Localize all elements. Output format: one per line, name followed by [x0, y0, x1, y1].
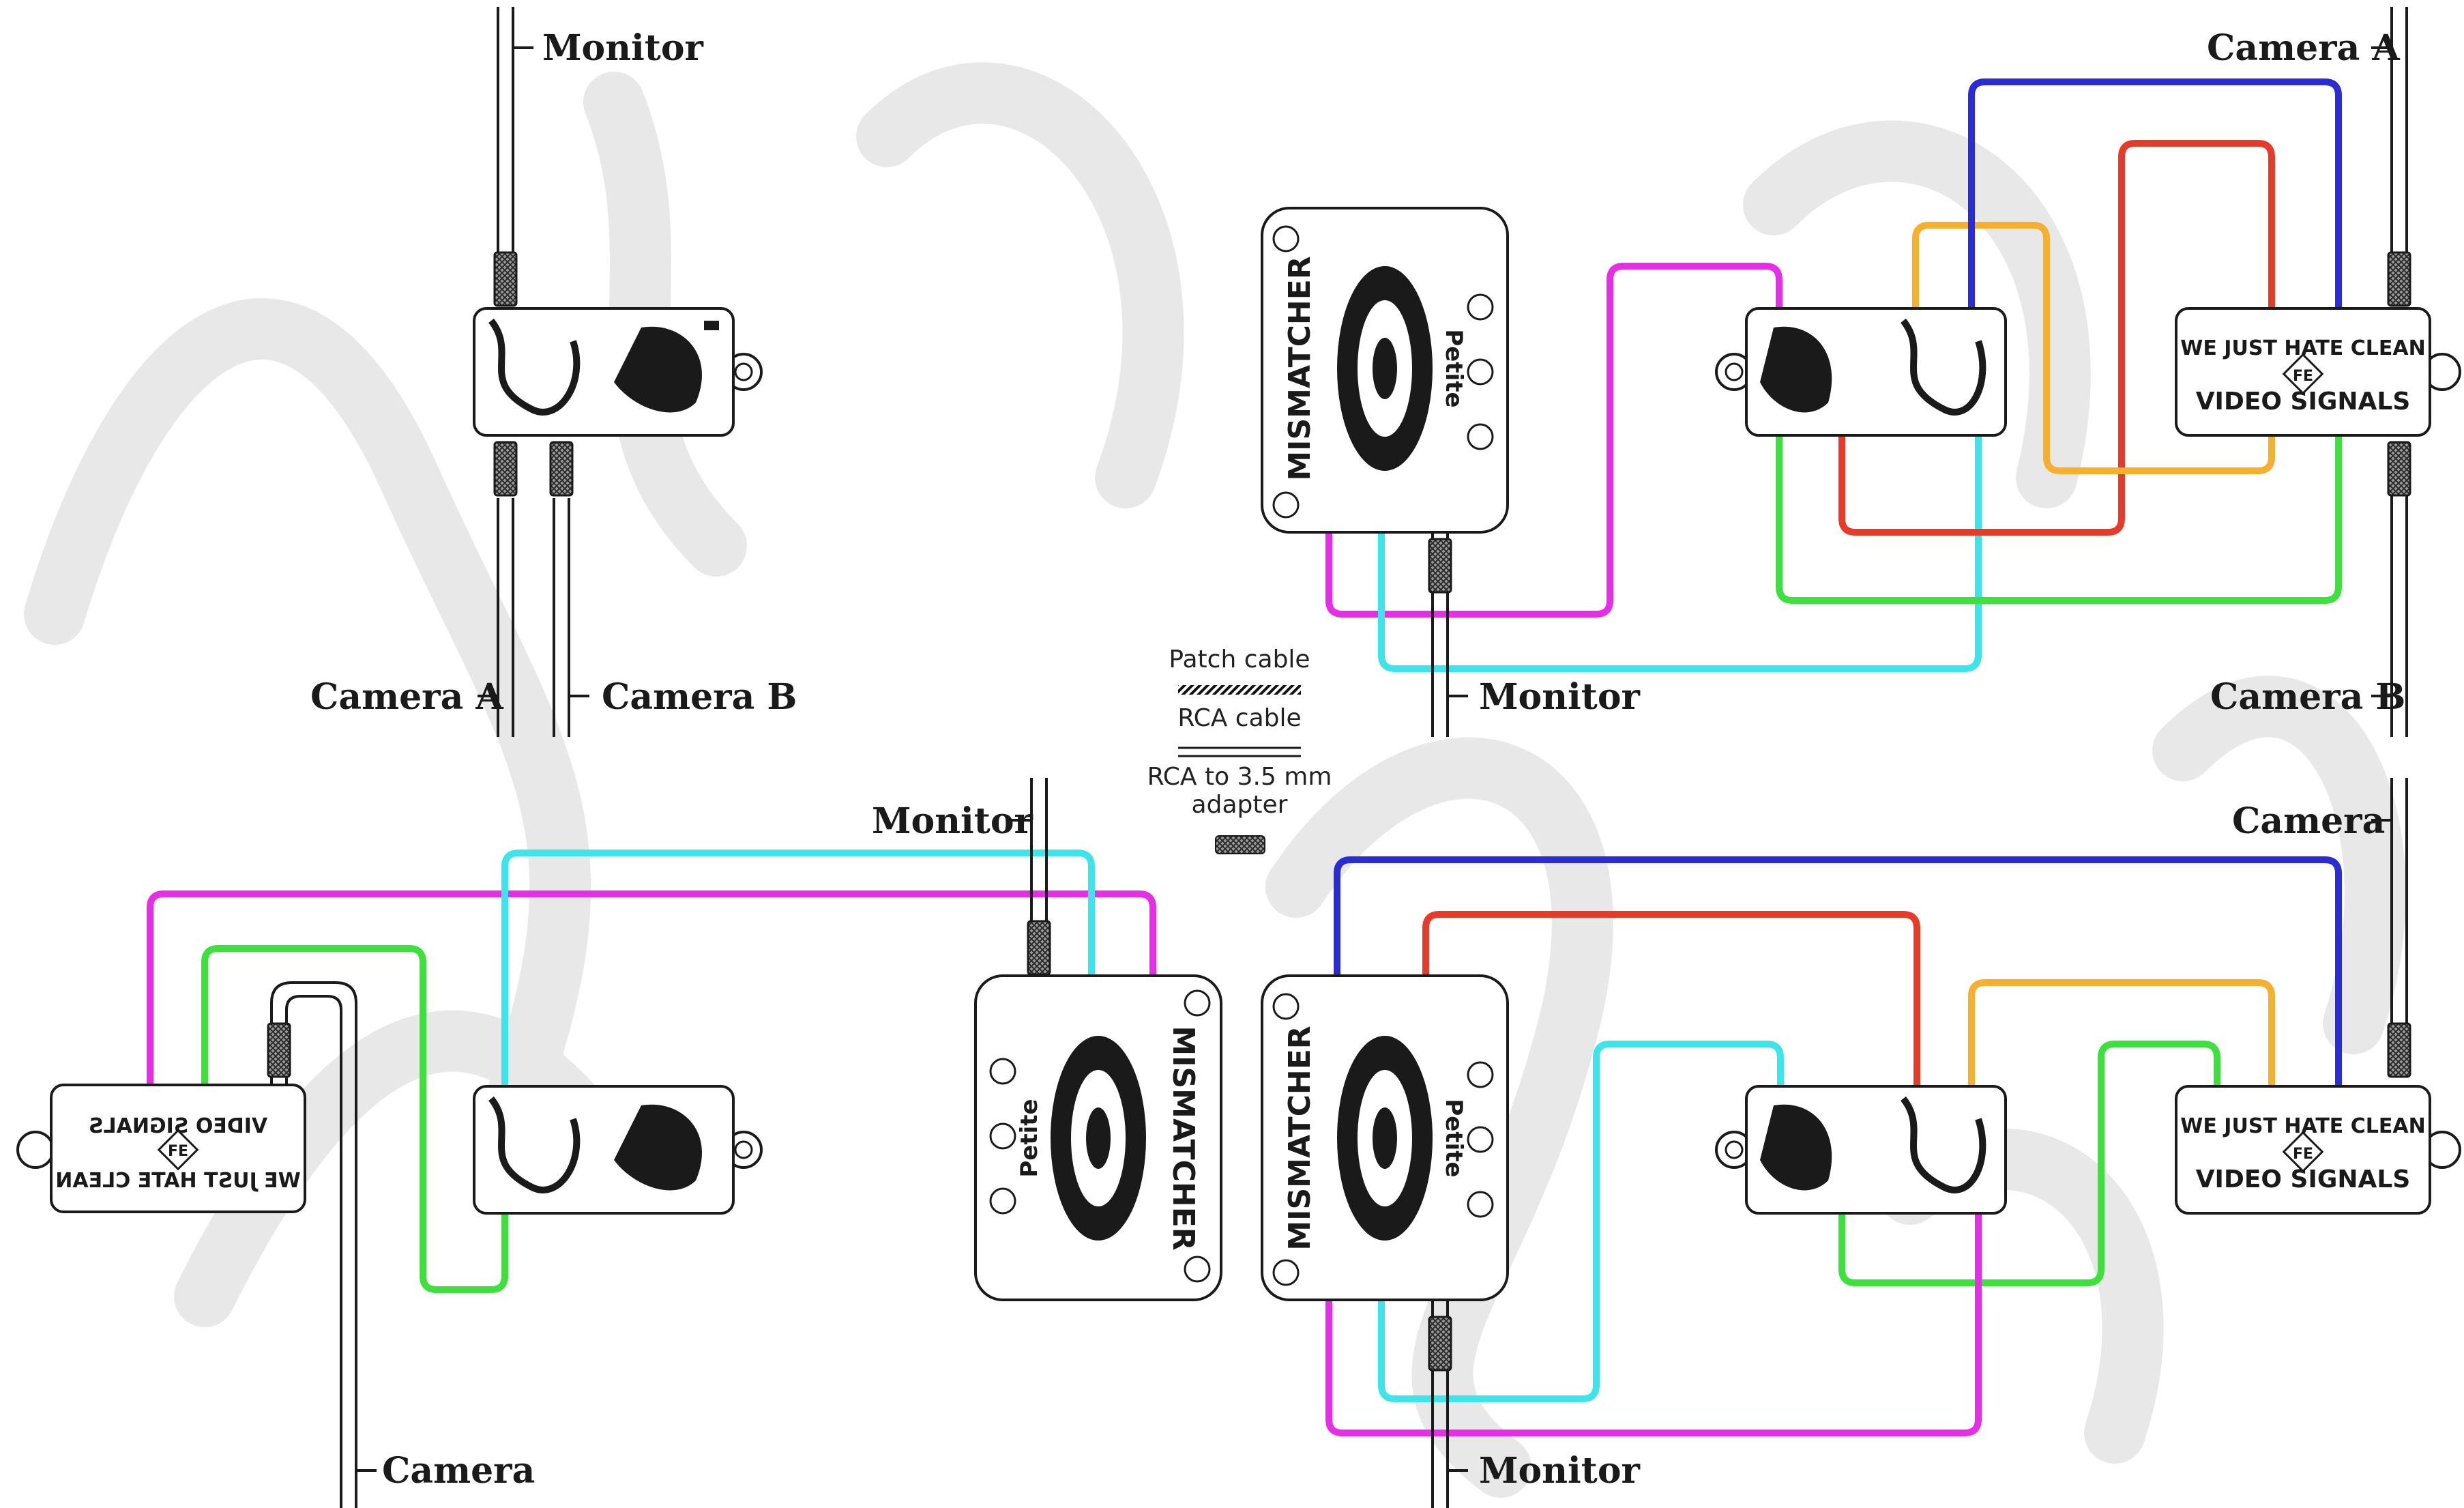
patch-cable-magenta: [1325, 1215, 1982, 1436]
patch-cable-red: [1838, 140, 2275, 536]
patch-cable-green: [1838, 1041, 2220, 1286]
device-subtitle: Petite: [1440, 329, 1467, 407]
bl-monitor-label: Monitor: [872, 800, 1033, 842]
br-camera-label: Camera: [2232, 800, 2386, 842]
adapter: [267, 1022, 291, 1078]
device-title: MISMATCHER: [1282, 256, 1317, 480]
device-title: MISMATCHER: [1282, 1026, 1317, 1250]
tr-camera-b-label: Camera B: [2210, 676, 2406, 718]
label-tick: [478, 46, 589, 697]
legend-adapter-line1: RCA to 3.5 mm: [1147, 763, 1332, 791]
adapter: [493, 251, 518, 307]
mismatcher-device: MISMATCHER Petite: [1261, 974, 1509, 1301]
adapter: [1428, 538, 1452, 594]
legend-patch-label: Patch cable: [1169, 646, 1310, 673]
clean-video-box: WE JUST HATE CLEAN VIDEO SIGNALS FE: [2175, 1085, 2461, 1215]
adapter: [1428, 1316, 1452, 1372]
fe-badge: FE: [2293, 1146, 2313, 1163]
splitter-device: [1715, 307, 2007, 437]
adapter: [2387, 1022, 2411, 1078]
mismatcher-device: MISMATCHER Petite: [974, 974, 1222, 1301]
adapter: [493, 441, 518, 497]
patch-cable-blue: [1334, 856, 2342, 1085]
tl-camera-b-label: Camera B: [602, 676, 797, 718]
mismatcher-device: MISMATCHER Petite: [1261, 207, 1509, 534]
legend-adapter-label: RCA to 3.5 mm adapter: [1127, 763, 1352, 820]
patch-cable-red: [1422, 911, 1920, 1085]
splitter-device: [473, 1085, 763, 1215]
patch-cable-cyan: [1378, 437, 1982, 672]
adapter: [2387, 441, 2411, 497]
legend-adapter-swatch: [1215, 835, 1265, 854]
patch-cable-green: [1776, 437, 2342, 604]
patch-cable-magenta: [147, 890, 1156, 1085]
patch-cable-cyan: [1378, 1041, 1784, 1402]
patch-cable-orange: [1912, 222, 2275, 474]
adapter: [549, 441, 574, 497]
fe-badge: FE: [2293, 368, 2313, 385]
legend-adapter-line2: adapter: [1191, 791, 1288, 820]
patch-cable-cyan: [501, 850, 1095, 1085]
box-line1: WE JUST HATE CLEAN: [55, 1169, 300, 1193]
bl-camera-label: Camera: [382, 1450, 536, 1492]
device-title: MISMATCHER: [1166, 1026, 1201, 1250]
adapter: [1027, 920, 1051, 976]
label-tick: [356, 819, 1031, 1472]
tl-camera-a-label: Camera A: [310, 676, 503, 718]
tl-monitor-label: Monitor: [542, 27, 703, 69]
tr-monitor-label: Monitor: [1479, 676, 1640, 718]
splitter-device: [1715, 1085, 2007, 1215]
legend: [1178, 685, 1301, 854]
label-tick: [1448, 819, 2392, 1472]
rca-cable: [270, 778, 1048, 1508]
br-monitor-label: Monitor: [1479, 1450, 1640, 1492]
device-subtitle: Petite: [1440, 1099, 1467, 1177]
splitter-device: [473, 307, 763, 437]
tr-camera-a-label: Camera A: [2207, 27, 2400, 69]
fe-badge: FE: [168, 1143, 188, 1160]
patch-cable-magenta: [1325, 263, 1783, 618]
device-subtitle: Petite: [1016, 1099, 1043, 1177]
adapter: [2387, 251, 2411, 307]
clean-video-box: VIDEO SIGNALS WE JUST HATE CLEAN FE: [16, 1084, 306, 1213]
legend-patch-swatch: [1178, 685, 1301, 695]
patch-cable-orange: [1968, 979, 2275, 1085]
legend-rca-label: RCA cable: [1177, 704, 1302, 732]
patch-cable-blue: [1968, 78, 2342, 307]
label-tick: [1448, 46, 2392, 697]
patch-cable-green: [201, 945, 508, 1293]
clean-video-box: WE JUST HATE CLEAN VIDEO SIGNALS FE: [2175, 307, 2461, 437]
